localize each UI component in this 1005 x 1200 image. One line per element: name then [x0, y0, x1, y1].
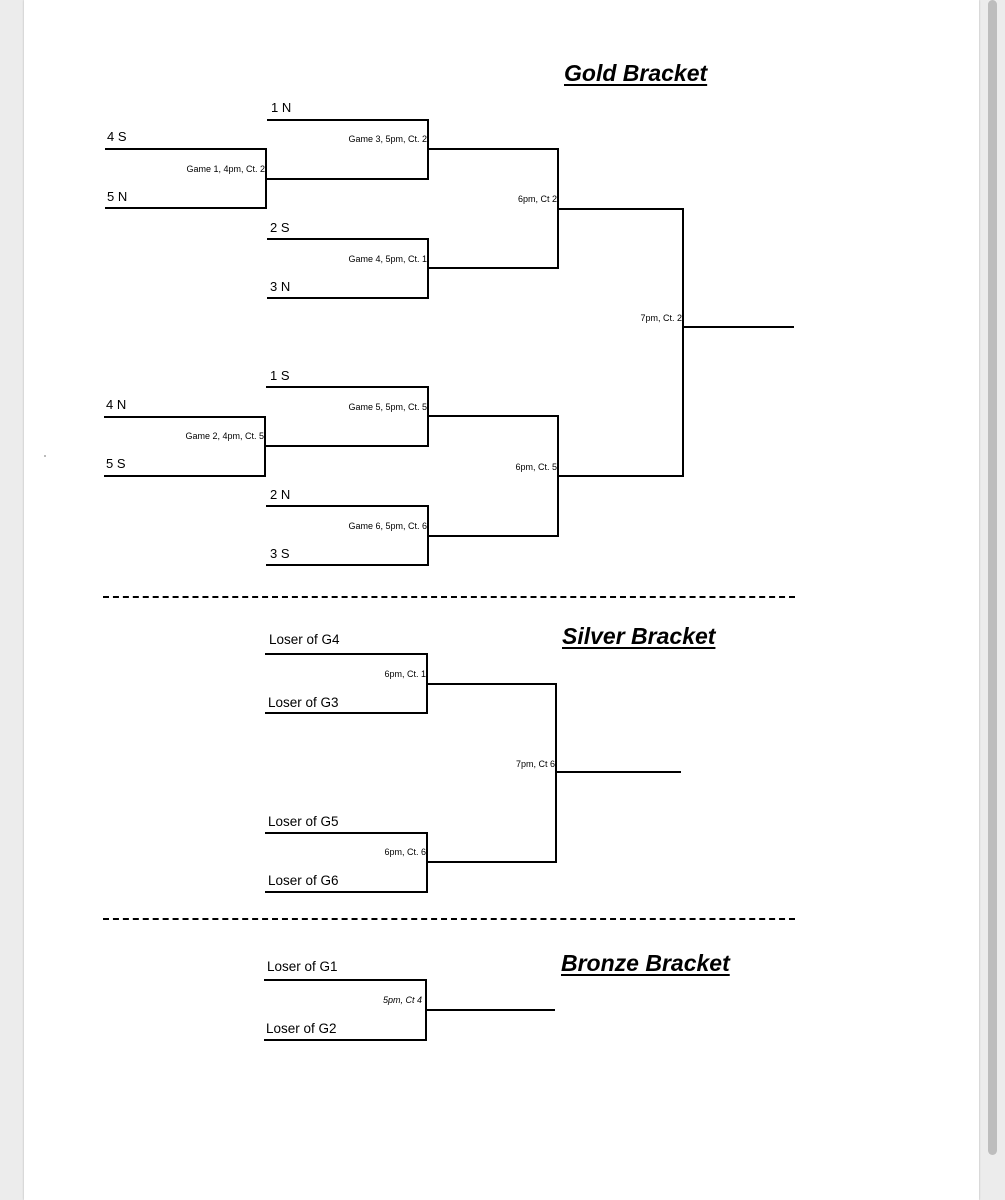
- game-1-label: Game 1, 4pm, Ct. 2: [186, 164, 265, 174]
- team-5s: 5 S: [106, 456, 126, 471]
- team-loser-g3: Loser of G3: [268, 695, 339, 710]
- gold-bracket-title: Gold Bracket: [564, 60, 708, 86]
- bracket-line: [265, 891, 428, 893]
- bracket-line: [426, 832, 428, 893]
- gold-semi-bottom-label: 6pm, Ct. 5: [515, 462, 557, 472]
- bracket-line: [265, 712, 428, 714]
- team-3s: 3 S: [270, 546, 290, 561]
- silver-final-label: 7pm, Ct 6: [515, 759, 555, 769]
- team-4n: 4 N: [106, 397, 127, 412]
- team-loser-g4: Loser of G4: [269, 632, 340, 647]
- bracket-line: [265, 148, 267, 209]
- game-5-label: Game 5, 5pm, Ct. 5: [348, 402, 427, 412]
- bracket-line: [559, 475, 684, 477]
- silver-semi-bottom-label: 6pm, Ct. 6: [384, 847, 426, 857]
- bronze-final-label: 5pm, Ct 4: [382, 995, 422, 1005]
- bracket-line: [264, 416, 266, 477]
- bracket-line: [682, 208, 684, 477]
- bracket-line: [427, 386, 429, 447]
- team-loser-g5: Loser of G5: [268, 814, 339, 829]
- gold-semi-top-label: 6pm, Ct 2: [517, 194, 557, 204]
- bracket-line: [428, 683, 557, 685]
- bronze-bracket-title: Bronze Bracket: [561, 950, 730, 976]
- silver-semi-top-label: 6pm, Ct. 1: [384, 669, 426, 679]
- team-2s: 2 S: [270, 220, 290, 235]
- bracket-line: [267, 238, 429, 240]
- bracket-line: [428, 861, 557, 863]
- game-4-label: Game 4, 5pm, Ct. 1: [348, 254, 427, 264]
- team-1n: 1 N: [271, 100, 292, 115]
- bracket-line: [555, 683, 557, 863]
- bracket-line: [266, 564, 429, 566]
- team-3n: 3 N: [270, 279, 291, 294]
- silver-bracket-title: Silver Bracket: [562, 623, 716, 649]
- bracket-line: [265, 832, 428, 834]
- section-divider: [103, 596, 795, 598]
- bracket-line: [266, 445, 429, 447]
- gold-champion-line: [684, 326, 794, 328]
- bracket-line: [557, 148, 559, 269]
- team-loser-g2: Loser of G2: [266, 1021, 337, 1036]
- vertical-scrollbar[interactable]: [988, 0, 997, 1155]
- bracket-line: [105, 207, 267, 209]
- silver-champion-line: [557, 771, 681, 773]
- team-5n: 5 N: [107, 189, 128, 204]
- game-3-label: Game 3, 5pm, Ct. 2: [348, 134, 427, 144]
- bracket-line: [265, 653, 428, 655]
- bracket-line: [266, 505, 429, 507]
- bracket-line: [429, 415, 559, 417]
- bracket-line: [104, 416, 266, 418]
- bracket-line: [429, 535, 559, 537]
- bracket-line: [557, 415, 559, 537]
- bracket-line: [425, 979, 427, 1041]
- game-6-label: Game 6, 5pm, Ct. 6: [348, 521, 427, 531]
- team-loser-g6: Loser of G6: [268, 873, 339, 888]
- bracket-line: [429, 148, 559, 150]
- bracket-line: [426, 653, 428, 714]
- bracket-line: [267, 297, 429, 299]
- bracket-line: [559, 208, 684, 210]
- game-2-label: Game 2, 4pm, Ct. 5: [185, 431, 264, 441]
- bracket-line: [427, 238, 429, 299]
- bracket-line: [105, 148, 267, 150]
- stray-mark: [44, 455, 46, 457]
- team-loser-g1: Loser of G1: [267, 959, 338, 974]
- gold-final-label: 7pm, Ct. 2: [640, 313, 682, 323]
- bronze-champion-line: [427, 1009, 555, 1011]
- bracket-line: [427, 119, 429, 180]
- bracket-line: [104, 475, 266, 477]
- bracket-line: [429, 267, 559, 269]
- bracket-line: [267, 119, 429, 121]
- team-4s: 4 S: [107, 129, 127, 144]
- bracket-line: [264, 1039, 427, 1041]
- team-1s: 1 S: [270, 368, 290, 383]
- bracket-page: [24, 0, 979, 1200]
- bracket-line: [264, 979, 427, 981]
- bracket-line: [427, 505, 429, 566]
- team-2n: 2 N: [270, 487, 291, 502]
- bracket-line: [266, 386, 429, 388]
- bracket-line: [267, 178, 429, 180]
- section-divider: [103, 918, 795, 920]
